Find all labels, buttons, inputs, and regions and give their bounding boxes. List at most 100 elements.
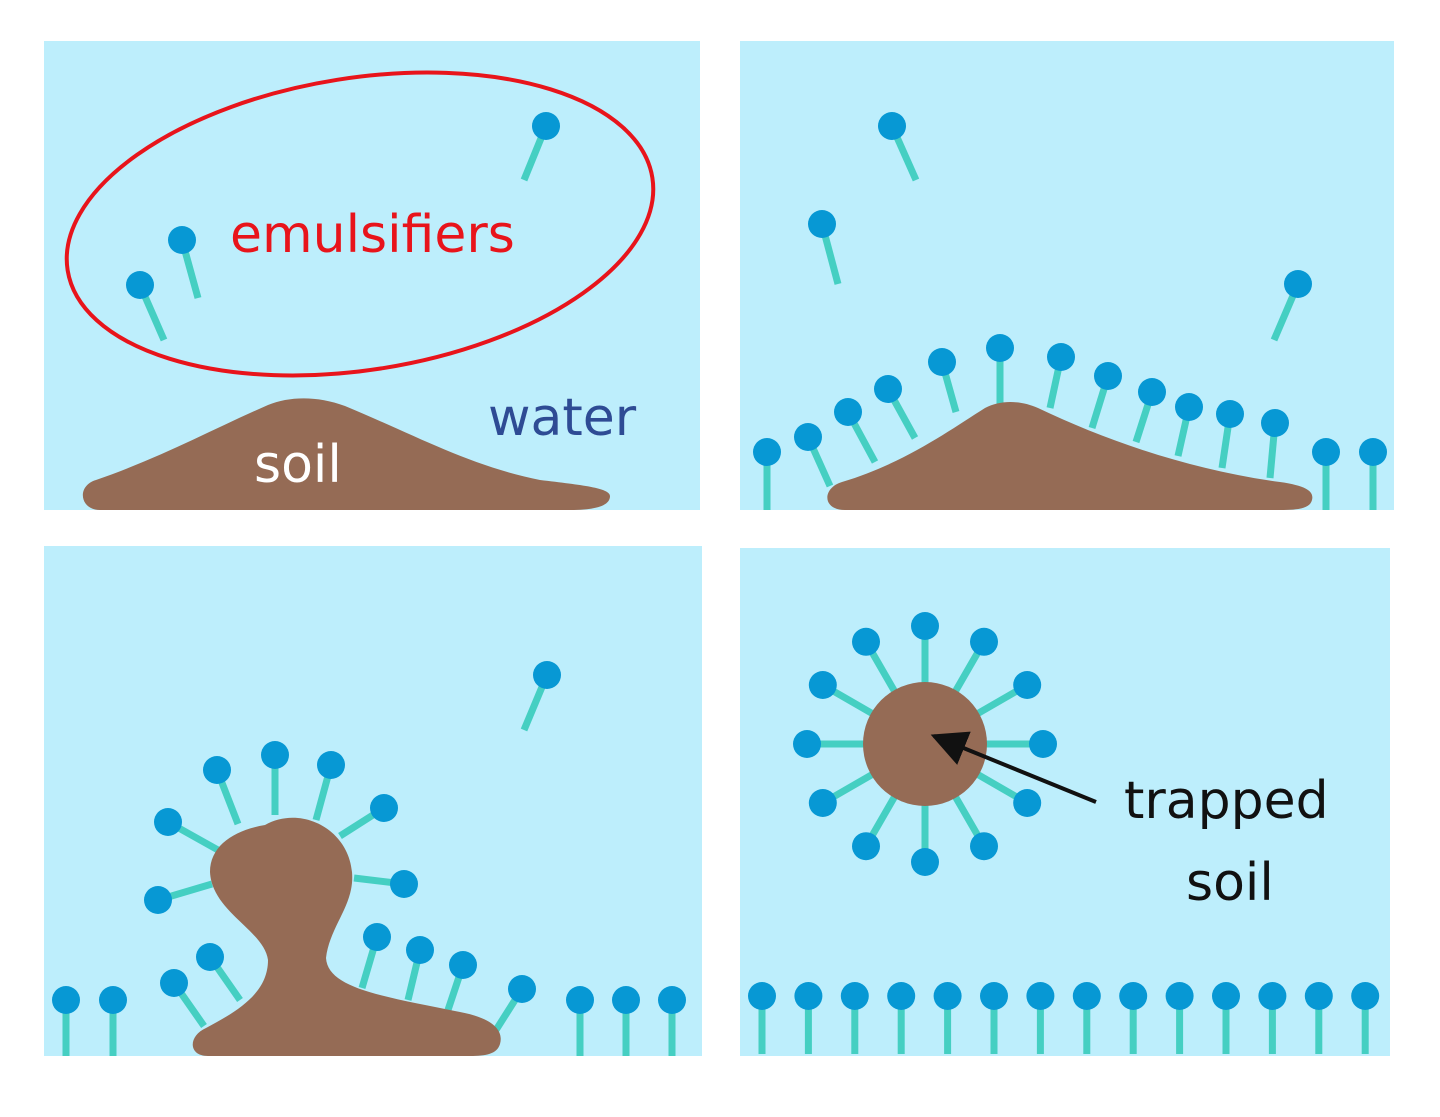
emulsifier-layer [748, 612, 1380, 1054]
emulsifier-head [532, 112, 560, 140]
emulsifier-head [449, 951, 477, 979]
emulsifier-head [1013, 789, 1042, 817]
emulsifier-head [1304, 982, 1333, 1010]
emulsifier-head [1094, 362, 1122, 390]
emulsifier-molecule [99, 986, 127, 1056]
emulsifier-head [1212, 982, 1240, 1010]
emulsifier-molecule [358, 923, 391, 989]
emulsifier-head [933, 982, 962, 1010]
emulsifier-head [126, 271, 154, 299]
emulsifier-molecule [444, 951, 477, 1012]
emulsifier-molecule [1304, 982, 1333, 1054]
emulsifiers-label: emulsifiers [230, 205, 515, 265]
emulsifier-head [911, 848, 939, 876]
emulsifier-head [370, 794, 398, 822]
emulsifier-head [887, 982, 916, 1010]
emulsifier-head [52, 986, 80, 1014]
emulsifier-head [793, 730, 821, 758]
panel-4: trapped soil [740, 548, 1390, 1056]
emulsifier-molecule [983, 730, 1057, 758]
emulsifier-head [794, 982, 823, 1010]
emulsifier-molecule [950, 792, 998, 861]
trapped-soil-ball [863, 682, 987, 806]
emulsifier-molecule [312, 751, 345, 821]
emulsifier-molecule [980, 982, 1008, 1054]
emulsifier-layer [52, 661, 686, 1056]
emulsifier-molecule [748, 982, 776, 1054]
emulsifier-head [1165, 982, 1194, 1010]
emulsifier-molecule [928, 348, 960, 413]
soil-label: soil [254, 435, 342, 495]
emulsifier-head [852, 832, 880, 861]
emulsifier-head [970, 832, 998, 861]
emulsifier-head [852, 627, 880, 656]
emulsifier-head [363, 923, 391, 951]
emulsifier-head [840, 982, 869, 1010]
emulsifier-molecule [808, 671, 877, 719]
emulsifier-head [1216, 400, 1244, 428]
emulsifier-head [1047, 343, 1075, 371]
emulsifier-molecule [808, 769, 877, 817]
emulsifier-molecule [52, 986, 80, 1056]
emulsifier-molecule [986, 334, 1014, 404]
panel-1: emulsifiers water soil [44, 41, 700, 510]
emulsifier-molecule [794, 982, 823, 1054]
emulsifier-molecule [1174, 393, 1203, 457]
emulsifier-head [808, 671, 837, 699]
water-background [740, 548, 1390, 1056]
emulsifier-head [878, 112, 906, 140]
emulsifier-molecule [852, 792, 900, 861]
emulsifier-molecule [566, 986, 594, 1056]
emulsifier-molecule [874, 375, 919, 440]
emulsifier-molecule [840, 982, 869, 1054]
emulsifier-head [196, 943, 224, 971]
emulsifier-molecule [973, 671, 1042, 719]
emulsifier-head [154, 808, 182, 836]
emulsifier-molecule [1046, 343, 1075, 409]
panel-3 [44, 546, 702, 1056]
emulsifier-molecule [1351, 982, 1380, 1054]
emulsifier-molecule [1212, 982, 1240, 1054]
emulsifier-molecule [1088, 362, 1122, 430]
emulsifier-head [980, 982, 1008, 1010]
emulsifier-head [794, 423, 822, 451]
pointer-arrow [930, 731, 1097, 804]
emulsifier-head [390, 870, 418, 898]
trapped-label-line1: trapped [1124, 771, 1329, 831]
emulsifier-head [99, 986, 127, 1014]
emulsifier-molecule [1165, 982, 1194, 1054]
emulsifier-molecule [520, 661, 561, 732]
soil-lifting-blob [192, 817, 501, 1056]
emulsifier-head [970, 627, 998, 656]
emulsifier-molecule [126, 271, 168, 342]
emulsifier-molecule [261, 741, 289, 815]
emulsifier-head [1026, 982, 1055, 1010]
emulsifier-head [508, 975, 536, 1003]
emulsifier-molecule [1216, 400, 1244, 469]
emulsifier-molecule [808, 210, 842, 285]
emulsifier-head [1351, 982, 1380, 1010]
emulsifier-layer [753, 112, 1387, 510]
emulsifier-head [203, 756, 231, 784]
emulsifier-molecule [852, 627, 900, 696]
emulsifier-head [533, 661, 561, 689]
trapped-label-line2: soil [1186, 853, 1274, 913]
free-emulsifiers [126, 112, 560, 342]
emulsifier-head [1119, 982, 1148, 1010]
emulsifier-molecule [154, 808, 220, 854]
emulsifier-head [1261, 409, 1289, 437]
emulsifier-head [1072, 982, 1101, 1010]
emulsifier-molecule [658, 986, 686, 1056]
emulsifier-head [808, 789, 837, 817]
emulsifier-molecule [794, 423, 834, 488]
emulsifier-head [928, 348, 956, 376]
emulsifier-molecule [493, 975, 536, 1032]
emulsifier-head [261, 741, 289, 769]
emulsifier-head [168, 226, 196, 254]
emulsifier-head [834, 398, 862, 426]
emulsifier-head [1013, 671, 1042, 699]
emulsifier-molecule [887, 982, 916, 1054]
emulsifier-molecule [973, 769, 1042, 817]
emulsifier-molecule [793, 730, 867, 758]
emulsifier-molecule [834, 398, 879, 464]
